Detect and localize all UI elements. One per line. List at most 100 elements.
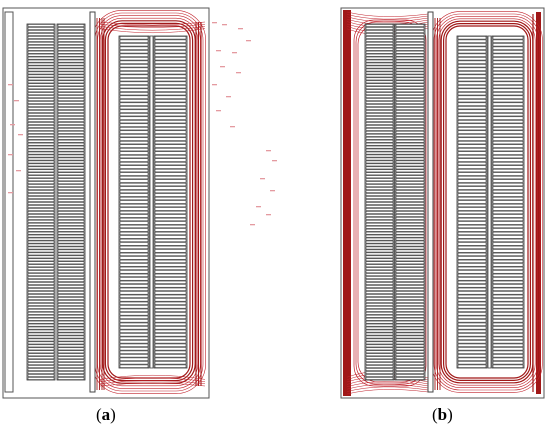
panel-a-left-coil-slot xyxy=(57,124,85,128)
panel-a-right-coil-slot xyxy=(119,123,149,127)
panel-b-right-coil-slot xyxy=(492,116,524,120)
panel-a-right-coil-slot xyxy=(154,203,187,208)
panel-a-right-coil-slot xyxy=(154,312,187,316)
panel-b-right-coil-slot xyxy=(492,200,524,204)
panel-a-border xyxy=(2,7,210,399)
panel-a-left-coil-slot xyxy=(57,338,85,342)
panel-a-right-coil-slot xyxy=(119,144,149,148)
panel-a-right-coil-slot xyxy=(154,298,187,302)
panel-b-right-coil-slot xyxy=(492,165,524,169)
panel-a-right-coil-slot xyxy=(154,284,187,288)
panel-b-left-coil-slot xyxy=(365,362,394,366)
panel-b-left-coil-slot xyxy=(365,145,394,149)
panel-b-right-coil-slot xyxy=(492,249,524,253)
panel-a-left-coil-slot xyxy=(27,44,55,48)
panel-a-left-coil-slot xyxy=(57,187,85,191)
panel-a-left-coil-slot xyxy=(57,305,85,309)
panel-a-left-coil-slot xyxy=(57,122,85,125)
panel-b-left-coil-slot xyxy=(365,98,394,102)
panel-a-left-coil-slot xyxy=(27,314,55,318)
panel-a-right-coil-slot xyxy=(119,67,149,71)
panel-b-right-coil-slot xyxy=(457,263,487,267)
panel-a-left-coil-slot xyxy=(27,211,55,214)
panel-b-right-coil-slot xyxy=(457,123,487,127)
panel-a-left-coil-slot xyxy=(27,193,55,196)
flux-line xyxy=(346,386,429,392)
panel-b-left-coil-slot xyxy=(395,261,425,265)
panel-b-left-coil-slot xyxy=(395,148,425,152)
panel-b-coil-divider xyxy=(487,35,492,369)
panel-b-left-coil-slot xyxy=(395,344,425,348)
panel-a-left-coil-slot xyxy=(27,119,55,122)
panel-a-left-coil-slot xyxy=(57,211,85,214)
panel-b-right-coil-slot xyxy=(492,361,524,365)
panel-a-left-coil-slot xyxy=(27,282,55,285)
panel-b-right-coil-slot xyxy=(492,329,524,333)
panel-a-right-coil-slot xyxy=(119,291,149,295)
panel-b-right-coil-slot xyxy=(492,273,524,278)
panel-b-left-coil-slot xyxy=(365,300,394,303)
panel-b-left-coil-slot xyxy=(365,163,394,167)
panel-a-left-coil-slot xyxy=(27,77,55,81)
panel-a-left-coil-slot xyxy=(57,202,85,205)
panel-b-right-coil-slot xyxy=(492,224,524,229)
panel-a-right-coil-slot xyxy=(119,175,149,180)
panel-b-right-coil xyxy=(456,35,525,369)
panel-a-right-coil-slot xyxy=(119,154,149,159)
panel-a-left-coil-slot xyxy=(57,249,85,253)
panel-a-right-coil-slot xyxy=(154,207,187,211)
panel-a-right-coil-slot xyxy=(119,74,149,78)
panel-b-right-coil-slot xyxy=(492,196,524,201)
panel-b-left-coil-slot xyxy=(395,86,425,90)
panel-b-left-coil-slot xyxy=(365,95,394,99)
panel-b-right-coil-slot xyxy=(457,113,487,117)
panel-a-right-coil-slot xyxy=(119,43,149,47)
panel-b-left-coil-slot xyxy=(395,35,425,39)
panel-a-right-coil-slot xyxy=(119,263,149,267)
panel-a-left-coil-slot xyxy=(27,92,55,96)
panel-a-right-coil-slot xyxy=(119,270,149,274)
panel-b-left-coil-slot xyxy=(365,154,394,158)
panel-a-right-coil-slot xyxy=(119,113,149,117)
panel-b-left-coil-slot xyxy=(395,252,425,256)
panel-a-right-coil-slot xyxy=(154,224,187,229)
panel-a-left-coil-slot xyxy=(57,169,85,173)
panel-a-left-coil-slot xyxy=(57,285,85,288)
panel-b-right-coil-slot xyxy=(492,151,524,155)
panel-a-right-coil-slot xyxy=(154,266,187,271)
panel-b-left-coil-slot xyxy=(365,276,394,280)
panel-a-left-coil-slot xyxy=(27,130,55,134)
panel-b-right-coil-slot xyxy=(457,109,487,113)
panel-a-left-coil-slot xyxy=(57,246,85,250)
panel-b-right-coil-slot xyxy=(457,119,487,124)
panel-a-left-coil-slot xyxy=(27,377,55,380)
panel-b-left-coil-slot xyxy=(395,139,425,143)
panel-a-right-coil-slot xyxy=(119,71,149,75)
panel-a-right-coil-slot xyxy=(154,333,187,337)
panel-a-right-coil-slot xyxy=(119,60,149,64)
panel-a-left-coil-slot xyxy=(57,38,85,42)
panel-a-right-coil-slot xyxy=(119,343,149,347)
panel-b-right-coil-slot xyxy=(492,182,524,187)
panel-a-right-coil-slot xyxy=(119,242,149,246)
panel-b-left-coil-slot xyxy=(395,53,425,57)
panel-b-right-coil-slot xyxy=(492,277,524,281)
panel-b-left-coil-slot xyxy=(365,225,394,229)
panel-a-right-coil-slot xyxy=(119,326,149,330)
panel-b-left-coil-slot xyxy=(365,219,394,223)
panel-a-right-coil-slot xyxy=(119,207,149,211)
panel-a-right-coil-slot xyxy=(154,235,187,239)
panel-a-left-coil-slot xyxy=(27,231,55,235)
panel-a-left-coil-slot xyxy=(27,222,55,226)
panel-b-left-coil-slot xyxy=(395,231,425,235)
panel-b-right-coil-slot xyxy=(492,263,524,267)
panel-a-left-coil-slot xyxy=(57,270,85,274)
panel-b-right-coil-slot xyxy=(457,53,487,57)
panel-b-left-coil-slot xyxy=(395,95,425,99)
panel-a-left-coil-slot xyxy=(27,353,55,357)
panel-b-left-coil-slot xyxy=(365,317,394,321)
panel-a-right-coil-slot xyxy=(154,308,187,312)
panel-a-left-coil-slot xyxy=(27,30,55,33)
panel-b-right-coil-slot xyxy=(457,217,487,222)
panel-a-left-coil-slot xyxy=(27,320,55,324)
